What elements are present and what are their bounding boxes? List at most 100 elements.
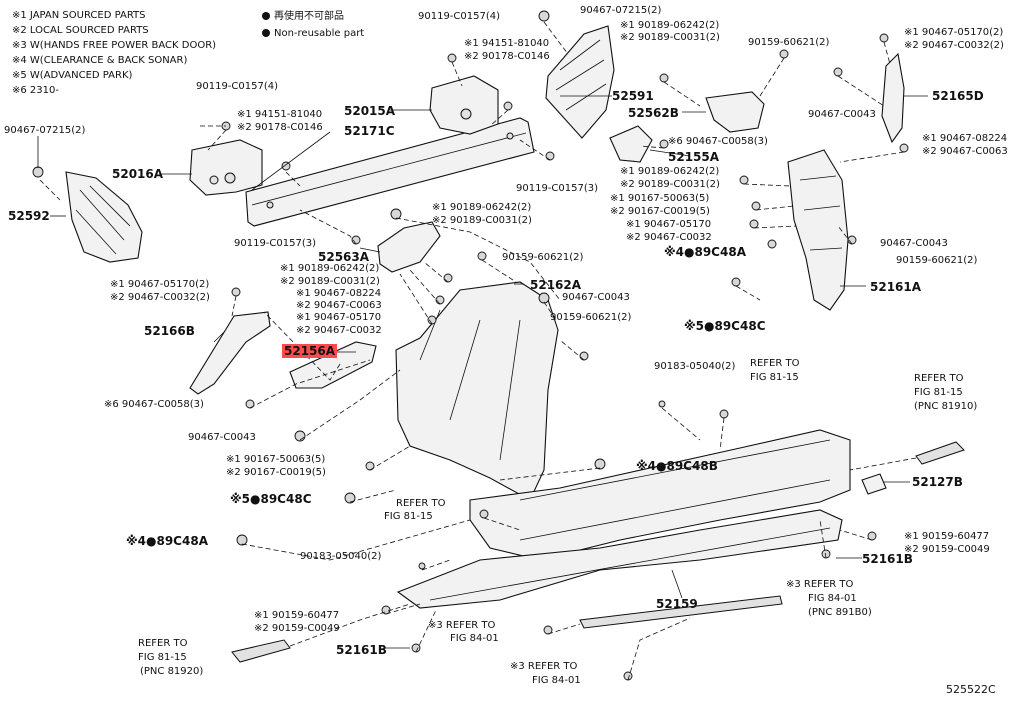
- part-reflector-r: [915, 441, 965, 465]
- part-52562B: [705, 91, 765, 133]
- label-refer-8401-b1: ※3 REFER TO: [428, 620, 496, 631]
- label-refer-81920-3: (PNC 81920): [140, 666, 204, 677]
- legend-item-6: ※6 2310-: [12, 85, 59, 96]
- label-90178-l: ※2 90178-C0146: [237, 122, 323, 133]
- label-refer-8115-b1: REFER TO: [750, 358, 800, 369]
- label-90467-c0063-r: ※2 90467-C0063: [922, 146, 1008, 157]
- label-52166B: 52166B: [144, 324, 195, 338]
- label-52165D: 52165D: [932, 89, 984, 103]
- label-90467-07215-l: 90467-07215(2): [4, 125, 86, 136]
- label-refer-81920-1: REFER TO: [138, 638, 188, 649]
- label-89C48C-r: ※5●89C48C: [684, 319, 766, 333]
- part-52171C: [245, 117, 535, 227]
- label-94151-l: ※1 94151-81040: [237, 109, 323, 120]
- label-90467-c0032-tr: ※2 90467-C0032(2): [904, 40, 1004, 51]
- label-refer-8115-b2: FIG 81-15: [750, 372, 799, 383]
- label-90189-c0031-c: ※2 90189-C0031(2): [432, 215, 532, 226]
- label-90119-c0157-top: 90119-C0157(4): [418, 11, 501, 22]
- part-52591: [545, 25, 615, 139]
- label-refer-8401-c1: ※3 REFER TO: [510, 661, 578, 672]
- label-refer-8401-a1: ※3 REFER TO: [786, 579, 854, 590]
- label-90189-06242-c2: ※1 90189-06242(2): [280, 263, 380, 274]
- label-90467-05170-tr: ※1 90467-05170(2): [904, 27, 1004, 38]
- label-6-90467-c0058-l: ※6 90467-C0058(3): [104, 399, 204, 410]
- part-52161A: [787, 149, 849, 311]
- label-52127B: 52127B: [912, 475, 963, 489]
- label-52563A: 52563A: [318, 250, 370, 264]
- label-refer-8401-a2: FIG 84-01: [808, 593, 857, 604]
- label-90467-07215-top: 90467-07215(2): [580, 5, 662, 16]
- label-90467-c0043-tr: 90467-C0043: [808, 109, 876, 120]
- label-90159-60621-top: 90159-60621(2): [748, 37, 830, 48]
- part-52165D: [881, 52, 905, 144]
- label-52591: 52591: [612, 89, 654, 103]
- label-90167-c0019-m: ※2 90167-C0019(5): [610, 206, 710, 217]
- label-refer-81910-3: (PNC 81910): [914, 401, 978, 412]
- label-6-90467-c0058-top: ※6 90467-C0058(3): [668, 136, 768, 147]
- nonreuse-dot-icon: [262, 12, 270, 20]
- nonreuse-jp-text: 再使用不可部品: [274, 11, 344, 22]
- label-89C48C-l: ※5●89C48C: [230, 492, 312, 506]
- label-90467-08224-r: ※1 90467-08224: [922, 133, 1008, 144]
- legend-item-4: ※4 W(CLEARANCE & BACK SONAR): [12, 55, 188, 66]
- label-90159-60621-c: 90159-60621(2): [502, 252, 584, 263]
- fasteners: [32, 10, 909, 681]
- label-refer-8115-a2: FIG 81-15: [384, 511, 433, 522]
- part-52155A: [609, 125, 653, 163]
- label-90178-top: ※2 90178-C0146: [464, 51, 550, 62]
- label-refer-81920-2: FIG 81-15: [138, 652, 187, 663]
- label-90189-c0031-top: ※2 90189-C0031(2): [620, 32, 720, 43]
- label-52156A-highlighted: 52156A: [282, 344, 338, 358]
- label-90467-08224-c: ※1 90467-08224: [296, 288, 382, 299]
- label-90189-06242-m: ※1 90189-06242(2): [620, 166, 720, 177]
- part-52563A: [377, 221, 441, 273]
- label-90467-05170-l: ※1 90467-05170(2): [110, 279, 210, 290]
- label-refer-8401-b2: FIG 84-01: [450, 633, 499, 644]
- label-52159: 52159: [656, 597, 698, 611]
- label-90467-c0043-l: 90467-C0043: [188, 432, 256, 443]
- label-52162A: 52162A: [530, 278, 582, 292]
- label-90119-c0157-3m: 90119-C0157(3): [516, 183, 599, 194]
- label-90467-c0043-m: 90467-C0043: [880, 238, 948, 249]
- label-refer-8115-a1: REFER TO: [396, 498, 446, 509]
- label-refer-81910-1: REFER TO: [914, 373, 964, 384]
- label-refer-8401-c2: FIG 84-01: [532, 675, 581, 686]
- legend-item-1: ※1 JAPAN SOURCED PARTS: [12, 10, 146, 21]
- label-90167-50063-m: ※1 90167-50063(5): [610, 193, 710, 204]
- label-90467-05170-c: ※1 90467-05170: [296, 312, 382, 323]
- nonreuse-en-text: Non-reusable part: [274, 28, 365, 39]
- part-reflector-l: [231, 639, 291, 663]
- nonreuse-dot-icon: [262, 29, 270, 37]
- label-90183-05040-l: 90183-05040(2): [300, 551, 382, 562]
- label-89C48A-l: ※4●89C48A: [126, 534, 208, 548]
- label-90467-c0032-m: ※2 90467-C0032: [626, 232, 712, 243]
- leader-lines: [37, 21, 928, 681]
- label-90159-c0049-l: ※2 90159-C0049: [254, 623, 340, 634]
- label-52161A: 52161A: [870, 280, 922, 294]
- legend-item-5: ※5 W(ADVANCED PARK): [12, 70, 133, 81]
- label-89C48A-m: ※4●89C48A: [664, 245, 746, 259]
- legend-item-3: ※3 W(HANDS FREE POWER BACK DOOR): [12, 40, 217, 51]
- part-52127B: [861, 473, 887, 495]
- label-90159-60621-r: 90159-60621(2): [896, 255, 978, 266]
- label-90159-60477-r: ※1 90159-60477: [904, 531, 990, 542]
- label-52592: 52592: [8, 209, 50, 223]
- label-52016A: 52016A: [112, 167, 164, 181]
- label-90159-60477-l: ※1 90159-60477: [254, 610, 340, 621]
- part-52162A: [395, 281, 559, 501]
- label-refer-81910-2: FIG 81-15: [914, 387, 963, 398]
- label-90467-05170-m: ※1 90467-05170: [626, 219, 712, 230]
- part-52156A: [289, 341, 377, 389]
- label-89C48B: ※4●89C48B: [636, 459, 718, 473]
- label-94151-top: ※1 94151-81040: [464, 38, 550, 49]
- label-90189-c0031-m: ※2 90189-C0031(2): [620, 179, 720, 190]
- part-52016A: [189, 139, 263, 196]
- label-52161B-r: 52161B: [862, 552, 913, 566]
- label-90189-06242-top: ※1 90189-06242(2): [620, 20, 720, 31]
- label-90467-c0043-c: 90467-C0043: [562, 292, 630, 303]
- label-90119-c0157-3c: 90119-C0157(3): [234, 238, 317, 249]
- label-refer-8401-a3: (PNC 891B0): [808, 607, 872, 618]
- label-90189-06242-c: ※1 90189-06242(2): [432, 202, 532, 213]
